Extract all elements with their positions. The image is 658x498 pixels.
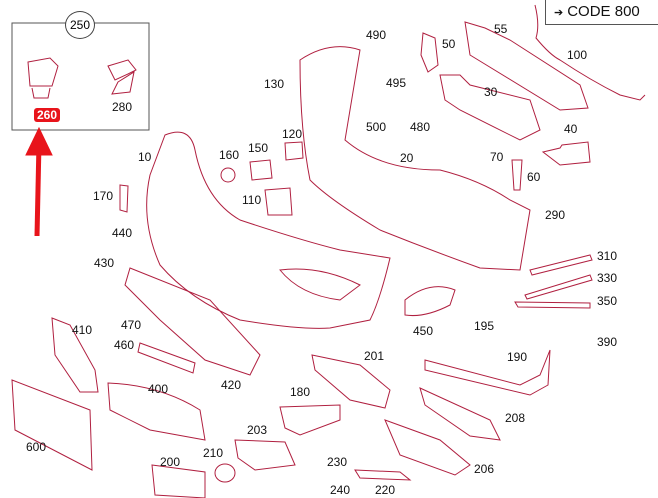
strip-310 (529, 254, 593, 276)
part-label-495[interactable]: 495 (386, 76, 407, 90)
strip-350 (514, 301, 591, 309)
part-label-100[interactable]: 100 (567, 48, 588, 62)
grille-400 (107, 382, 206, 441)
part-label-60[interactable]: 60 (527, 170, 541, 184)
grille-420 (124, 267, 261, 376)
strip-330 (524, 274, 593, 300)
grille-200 (151, 464, 206, 498)
part-label-350[interactable]: 350 (597, 294, 618, 308)
part-label-206[interactable]: 206 (474, 462, 495, 476)
arrow-right-icon: ➔ (554, 7, 564, 19)
part-label-201[interactable]: 201 (364, 349, 385, 363)
part-label-490[interactable]: 490 (366, 28, 387, 42)
part-label-310[interactable]: 310 (597, 249, 618, 263)
part-label-50[interactable]: 50 (442, 37, 456, 51)
sensor-150 (249, 159, 273, 181)
part-label-390[interactable]: 390 (597, 335, 618, 349)
part-label-600[interactable]: 600 (26, 440, 47, 454)
grille-410 (51, 317, 99, 393)
part-label-70[interactable]: 70 (490, 150, 504, 164)
part-label-190[interactable]: 190 (507, 350, 528, 364)
strip-460 (137, 342, 196, 374)
part-label-195[interactable]: 195 (474, 319, 495, 333)
part-label-230[interactable]: 230 (327, 455, 348, 469)
part-label-260[interactable]: 260 (34, 108, 61, 122)
part-label-420[interactable]: 420 (221, 378, 242, 392)
part-label-55[interactable]: 55 (494, 22, 508, 36)
part-label-40[interactable]: 40 (564, 122, 578, 136)
strip-220 (354, 469, 412, 481)
holder-110 (264, 187, 293, 216)
part-label-160[interactable]: 160 (219, 148, 240, 162)
cap-120 (284, 141, 304, 161)
part-label-410[interactable]: 410 (72, 323, 93, 337)
trim-180 (279, 404, 341, 436)
part-label-470[interactable]: 470 (121, 318, 142, 332)
code-note: ➔CODE 800 (545, 0, 658, 25)
cover-450 (404, 286, 456, 316)
part-label-208[interactable]: 208 (505, 411, 526, 425)
red-arrow-shaft (34, 142, 42, 237)
sensor-160 (220, 167, 236, 183)
part-label-460[interactable]: 460 (114, 338, 135, 352)
carrier-20 (299, 46, 531, 271)
part-label-170[interactable]: 170 (93, 189, 114, 203)
part-label-10[interactable]: 10 (138, 150, 152, 164)
part-label-450[interactable]: 450 (413, 324, 434, 338)
part-label-110[interactable]: 110 (242, 193, 262, 207)
part-label-200[interactable]: 200 (160, 455, 181, 469)
part-label-180[interactable]: 180 (290, 385, 311, 399)
part-label-330[interactable]: 330 (597, 271, 618, 285)
trim-203 (234, 439, 296, 471)
part-label-210[interactable]: 210 (203, 446, 224, 460)
code-note-text: CODE 800 (567, 3, 640, 20)
part-label-120[interactable]: 120 (282, 127, 303, 141)
bracket-60 (511, 159, 523, 191)
grille-208 (419, 387, 501, 441)
part-label-20[interactable]: 20 (400, 151, 414, 165)
bumper-cover-10 (146, 131, 391, 329)
part-label-280[interactable]: 280 (112, 100, 133, 114)
part-label-30[interactable]: 30 (484, 85, 498, 99)
part-label-480[interactable]: 480 (410, 120, 431, 134)
part-label-150[interactable]: 150 (248, 141, 269, 155)
part-label-130[interactable]: 130 (264, 77, 285, 91)
part-40-shape (541, 141, 591, 166)
part-280-shape (107, 59, 137, 95)
plate-600 (11, 379, 93, 471)
trim-201 (311, 354, 391, 409)
rail-190 (424, 349, 551, 396)
part-label-220[interactable]: 220 (375, 483, 396, 497)
part-label-400[interactable]: 400 (148, 382, 169, 396)
part-260-shape (27, 57, 59, 99)
absorber-30 (439, 74, 541, 141)
group-label-250: 250 (65, 11, 95, 39)
bracket-50 (420, 32, 439, 73)
part-label-430[interactable]: 430 (94, 256, 115, 270)
part-label-290[interactable]: 290 (545, 208, 566, 222)
part-label-440[interactable]: 440 (112, 226, 133, 240)
beam-55 (464, 21, 589, 111)
harness-100 (534, 4, 646, 101)
part-label-240[interactable]: 240 (330, 483, 351, 497)
part-label-500[interactable]: 500 (366, 120, 387, 134)
clip-170 (119, 184, 129, 213)
part-label-203[interactable]: 203 (247, 423, 268, 437)
red-arrow-head (25, 126, 53, 156)
ring-210 (214, 463, 236, 483)
grille-206 (384, 419, 471, 476)
